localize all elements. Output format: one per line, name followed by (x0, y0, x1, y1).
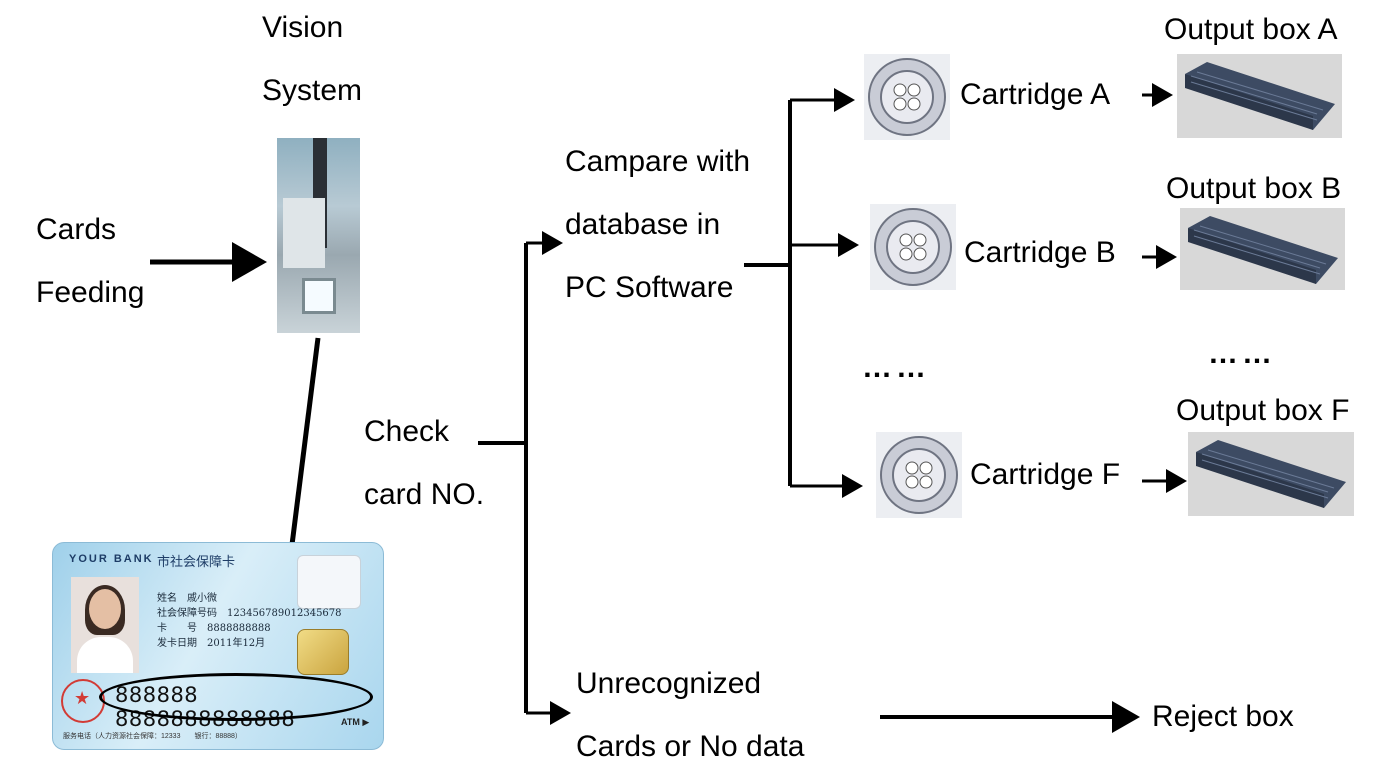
cartridge-icon (876, 432, 962, 518)
cartridge-icon (864, 54, 950, 140)
card-seal (61, 679, 105, 723)
cartridge-b-label: Cartridge B (964, 236, 1116, 269)
ellipsis-cartridges: …… (862, 351, 930, 384)
card-photo (71, 577, 139, 673)
cartridge-a-label: Cartridge A (960, 78, 1111, 111)
card-chip (297, 629, 349, 675)
id-card-icon: YOUR BANK 市社会保障卡 姓名 戚小微 社会保障号码 123456789… (52, 542, 384, 750)
output-box-f-label: Output box F (1176, 394, 1350, 427)
output-box-icon (1188, 432, 1354, 516)
unrecognized-label: Unrecognized Cards or No data (576, 667, 805, 763)
card-info: 姓名 戚小微 社会保障号码 123456789012345678 卡 号 888… (157, 593, 342, 649)
card-atm: ATM ▶ (341, 717, 370, 727)
output-box-b-label: Output box B (1166, 172, 1342, 205)
cartridge-f-label: Cartridge F (970, 458, 1121, 491)
card-hologram (297, 555, 361, 609)
camera-icon (277, 138, 360, 333)
ellipsis-outputs: …… (1208, 337, 1276, 370)
reject-box-label: Reject box (1152, 700, 1294, 733)
card-footer: 服务电话（人力资源社会保障：12333 银行：88888） (63, 733, 242, 740)
output-box-icon (1177, 54, 1342, 138)
compare-database-label: Campare with database in PC Software (565, 145, 751, 304)
cartridge-icon (870, 204, 956, 290)
output-box-icon (1180, 208, 1345, 290)
card-number-highlight (99, 673, 373, 721)
output-box-a-label: Output box A (1164, 13, 1338, 46)
cards-feeding-label: Cards Feeding (36, 213, 145, 309)
card-bank-name: YOUR BANK (69, 553, 154, 565)
check-card-label: Check card NO. (364, 415, 485, 511)
card-bank-name-cn: 市社会保障卡 (157, 554, 236, 569)
vision-system-label: Vision System (262, 11, 363, 107)
